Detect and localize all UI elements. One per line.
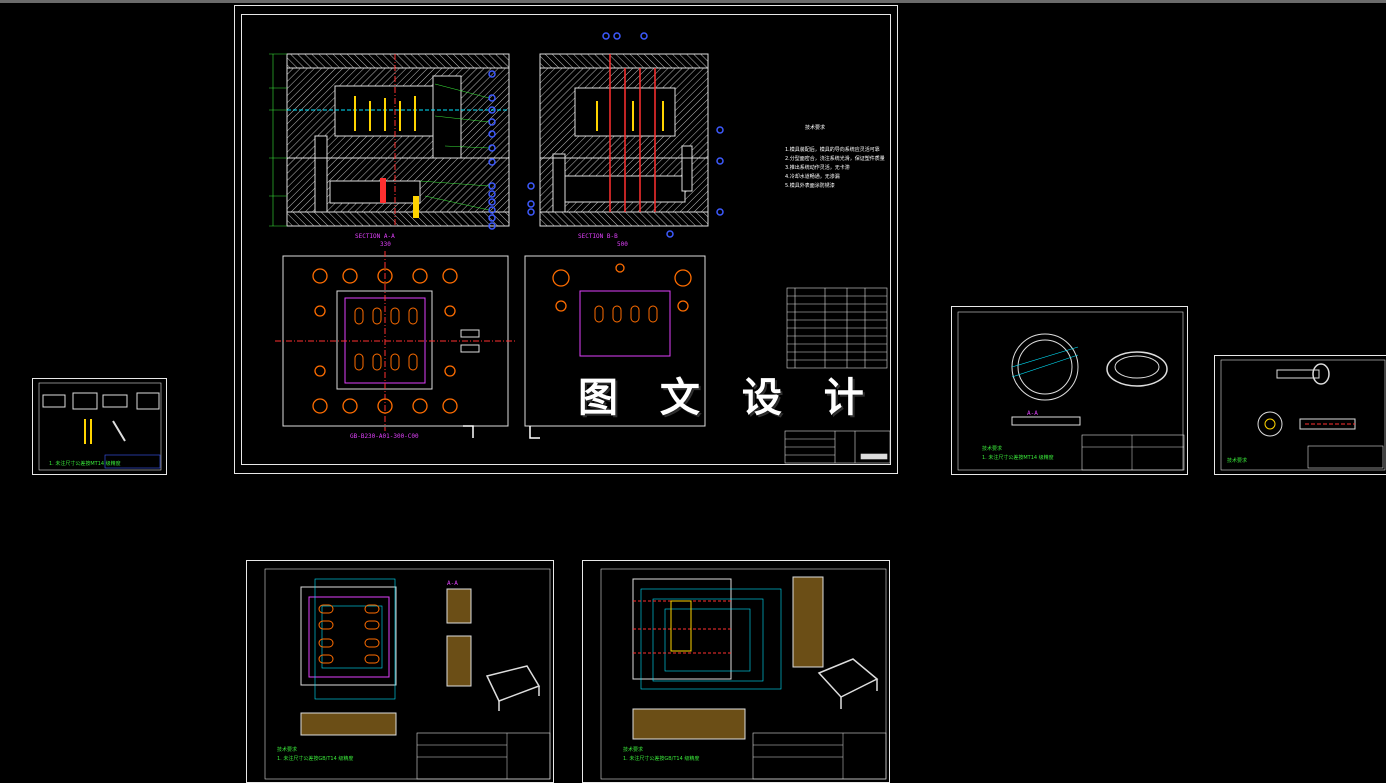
assembly-drawing-sheet[interactable]: SECTION A-A	[234, 5, 898, 474]
svg-text:5.模具外表面涂防锈漆: 5.模具外表面涂防锈漆	[785, 182, 835, 189]
section-a-a-label: SECTION A-A	[355, 233, 395, 240]
tech-req-title: 技术要求	[805, 124, 825, 131]
core-note-title: 技术要求	[623, 746, 643, 753]
plan-view-moving-half: GB-B230-A01-300-C00 330	[275, 241, 515, 440]
part-drawing-small: 1. 未注尺寸公差按MT14 级精度	[38, 382, 162, 471]
ring-part-drawing: A-A 技术要求 1. 未注尺寸公差按MT14 级精度	[957, 311, 1185, 471]
core-note-line: 1. 未注尺寸公差按GB/T14 级精度	[623, 755, 699, 762]
svg-text:4.冷却水道畅通，无渗漏: 4.冷却水道畅通，无渗漏	[785, 173, 840, 180]
plan-dim-width-right: 500	[617, 241, 628, 248]
part-drawing-sheet-small[interactable]: 1. 未注尺寸公差按MT14 级精度	[32, 378, 167, 475]
cavity-plate-sheet[interactable]: A-A 技术要求 1. 未注尺寸公差按GB/T14 级精度	[246, 560, 554, 783]
bill-of-materials	[786, 287, 888, 369]
screw-note-line: 技术要求	[1227, 457, 1247, 464]
screw-part-sheet[interactable]: 技术要求	[1214, 355, 1386, 475]
plan-view-label: GB-B230-A01-300-C00	[350, 433, 419, 440]
cavity-note-title: 技术要求	[277, 746, 297, 753]
svg-text:2.分型面密合，浇注系统光滑，保证塑件质量: 2.分型面密合，浇注系统光滑，保证塑件质量	[785, 155, 885, 162]
watermark-text: 图 文 设 计	[578, 374, 878, 421]
ring-part-sheet[interactable]: A-A 技术要求 1. 未注尺寸公差按MT14 级精度	[951, 306, 1188, 475]
svg-text:1.模具装配后，模具的导向系统应灵活可靠: 1.模具装配后，模具的导向系统应灵活可靠	[785, 146, 880, 153]
ring-note-title: 技术要求	[982, 445, 1002, 452]
technical-requirements: 技术要求 1.模具装配后，模具的导向系统应灵活可靠 2.分型面密合，浇注系统光滑…	[785, 124, 885, 189]
screw-part-drawing: 技术要求	[1220, 359, 1386, 471]
svg-text:3.推出系统动作灵活，无卡滞: 3.推出系统动作灵活，无卡滞	[785, 164, 850, 171]
svg-text:A-A: A-A	[1027, 410, 1038, 417]
window-top-bar	[0, 0, 1386, 3]
section-a-a-view: SECTION A-A	[269, 53, 510, 240]
ring-note-line: 1. 未注尺寸公差按MT14 级精度	[982, 454, 1054, 461]
cavity-note-line: 1. 未注尺寸公差按GB/T14 级精度	[277, 755, 353, 762]
assembly-drawing: SECTION A-A	[269, 32, 891, 464]
core-plate-drawing: 技术要求 1. 未注尺寸公差按GB/T14 级精度	[600, 568, 887, 780]
drawing-frame	[241, 14, 891, 465]
svg-text:A-A: A-A	[447, 580, 458, 587]
plan-dim-width: 330	[380, 241, 391, 248]
plan-view-fixed-half: 500	[524, 241, 706, 427]
core-plate-sheet[interactable]: 技术要求 1. 未注尺寸公差按GB/T14 级精度	[582, 560, 890, 783]
section-b-b-label: SECTION B-B	[578, 233, 618, 240]
cavity-plate-drawing: A-A 技术要求 1. 未注尺寸公差按GB/T14 级精度	[264, 568, 551, 780]
part-small-note: 1. 未注尺寸公差按MT14 级精度	[49, 460, 121, 467]
title-block	[784, 430, 891, 464]
section-b-b-view: SECTION B-B	[527, 32, 724, 240]
